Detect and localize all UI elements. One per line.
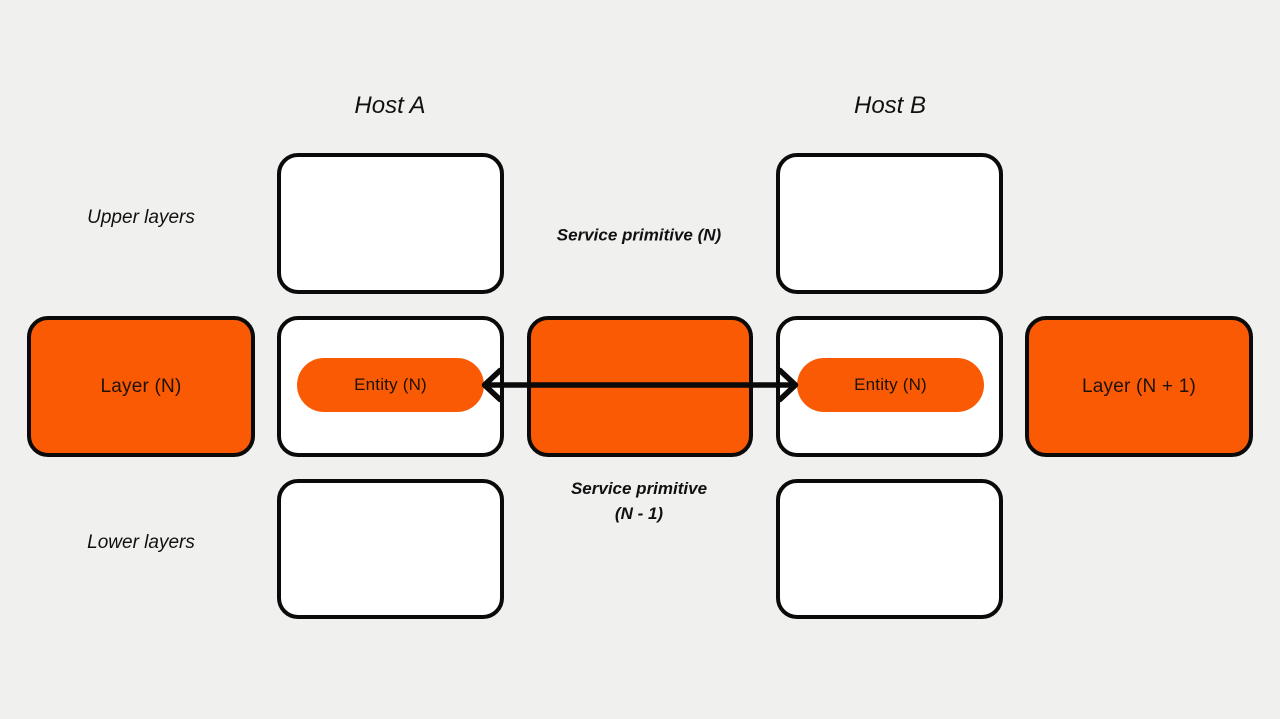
layer-n-plus-1-box: Layer (N + 1) (1025, 316, 1253, 457)
entity-n-label-host-b: Entity (N) (854, 375, 927, 394)
lower-layer-box-host-b (776, 479, 1003, 619)
host-a-label: Host A (354, 92, 426, 119)
lower-layers-label: Lower layers (87, 532, 195, 553)
service-primitive-n-minus-1-line2: (N - 1) (614, 504, 664, 523)
service-primitive-n-minus-1-line1: Service primitive (570, 479, 708, 498)
host-b-label: Host B (853, 92, 927, 119)
upper-layer-box-host-a (277, 153, 504, 294)
upper-layers-label: Upper layers (87, 207, 195, 228)
intermediate-layer-box (527, 316, 753, 457)
entity-n-label-host-a: Entity (N) (354, 375, 427, 394)
layer-n-box: Layer (N) (27, 316, 255, 457)
entity-n-pill-host-b: Entity (N) (797, 358, 984, 412)
lower-layer-box-host-a (277, 479, 504, 619)
service-primitive-n-label: Service primitive (N) (556, 225, 722, 245)
service-primitive-n-minus-1-label: Service primitive (N - 1) (571, 476, 707, 526)
entity-n-pill-host-a: Entity (N) (297, 358, 484, 412)
layer-n-label: Layer (N) (100, 375, 182, 397)
upper-layer-box-host-b (776, 153, 1003, 294)
layer-n-plus-1-label: Layer (N + 1) (1081, 375, 1196, 397)
